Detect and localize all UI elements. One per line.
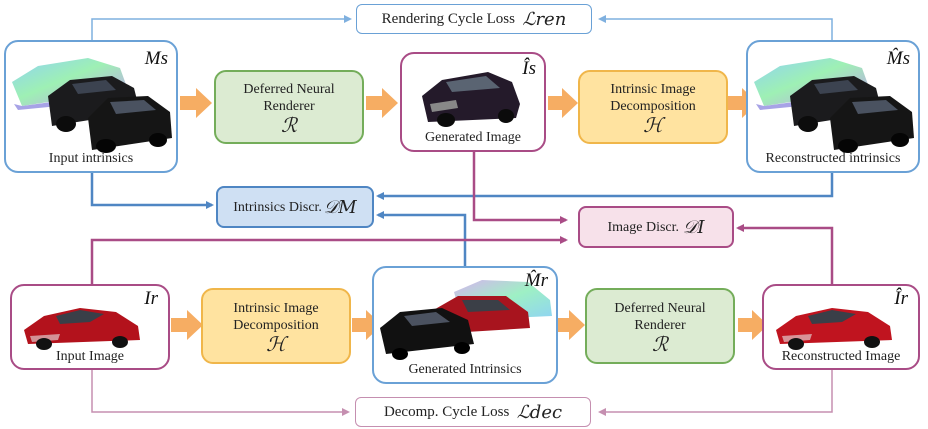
flow-arrow-5 [171, 310, 203, 340]
intrinsics-to-discr-line [90, 173, 214, 209]
flow-arrow-3 [548, 88, 578, 118]
input-image-to-discr-line [90, 236, 568, 284]
generated-image-frame: Îs Generated Image [400, 52, 546, 152]
flow-arrow-8 [738, 310, 768, 340]
reconstructed-image-caption: Reconstructed Image [781, 349, 901, 364]
decomp-loss-line-right [598, 370, 833, 416]
reconstructed-intrinsics-image [754, 58, 914, 153]
ms-symbol: Ms [144, 48, 168, 69]
intrinsics-car-image [12, 58, 172, 153]
intrinsics-discr-label: Intrinsics Discr. [233, 199, 322, 215]
renderer-top-label: Deferred Neural Renderer [243, 81, 335, 114]
rendering-loss-symbol: ℒren [522, 8, 567, 30]
flow-arrow-1 [180, 88, 212, 118]
flow-arrow-4 [728, 88, 758, 118]
intrinsics-discriminator: Intrinsics Discr. 𝒟M [216, 186, 374, 228]
decomp-loss-label: Decomp. Cycle Loss [383, 403, 510, 420]
generated-image-to-discr-line [472, 152, 568, 224]
generated-intrinsics-caption: Generated Intrinsics [408, 362, 522, 377]
decomp-loss-symbol: ℒdec [516, 401, 563, 423]
reconstructed-to-discr-line [376, 173, 834, 200]
rendering-cycle-loss: Rendering Cycle Loss ℒren [356, 4, 592, 34]
generated-intrinsics-frame: M̂r Generated Intrinsics [372, 266, 558, 384]
generated-car-image [422, 72, 520, 127]
decomp-loss-line-left [91, 370, 350, 416]
rendering-loss-line-left [91, 15, 352, 42]
generated-intrinsics-image [380, 280, 552, 360]
flow-arrow-2 [366, 88, 398, 118]
input-red-car-image [24, 308, 140, 350]
renderer-top-symbol: ℛ [281, 112, 297, 137]
ms-hat-symbol: M̂s [886, 48, 910, 69]
renderer-bottom-symbol: ℛ [652, 331, 668, 356]
intrinsic-decomposition-top: Intrinsic Image Decomposition ℋ [578, 70, 728, 144]
ir-symbol: Ir [144, 288, 158, 309]
rendering-loss-label: Rendering Cycle Loss [381, 10, 515, 27]
ir-hat-symbol: Îr [894, 288, 908, 309]
intrinsics-discr-symbol: 𝒟M [323, 196, 357, 218]
reconstructed-intrinsics-frame: M̂s Reconstructed intrinsics [746, 40, 920, 173]
renderer-bottom-label: Deferred Neural Renderer [614, 300, 706, 333]
is-symbol: Îs [522, 58, 536, 79]
image-discriminator: Image Discr. 𝒟I [578, 206, 734, 248]
generated-intrinsics-to-discr-line [376, 211, 467, 266]
flow-arrows [171, 88, 768, 340]
image-discr-label: Image Discr. [607, 219, 680, 235]
mr-hat-symbol: M̂r [524, 270, 548, 291]
reconstructed-image-to-discr-line [736, 224, 834, 284]
input-intrinsics-caption: Input intrinsics [48, 151, 134, 166]
reconstructed-image-frame: Îr Reconstructed Image [762, 284, 920, 370]
reconstructed-red-car-image [776, 308, 892, 350]
intrinsic-decomposition-bottom: Intrinsic Image Decomposition ℋ [201, 288, 351, 364]
input-intrinsics-frame: Ms Input intrinsics [4, 40, 178, 173]
input-image-frame: Ir Input Image [10, 284, 170, 370]
rendering-loss-line-right [598, 15, 833, 42]
decomposition-top-symbol: ℋ [643, 112, 663, 137]
decomposition-bottom-symbol: ℋ [266, 331, 286, 356]
generated-image-caption: Generated Image [425, 130, 521, 145]
decomposition-top-label: Intrinsic Image Decomposition [610, 81, 696, 114]
flow-arrow-6 [352, 310, 382, 340]
image-discr-symbol: 𝒟I [683, 216, 705, 238]
reconstructed-intrinsics-caption: Reconstructed intrinsics [765, 151, 901, 166]
deferred-neural-renderer-top: Deferred Neural Renderer ℛ [214, 70, 364, 144]
flow-arrow-7 [555, 310, 585, 340]
deferred-neural-renderer-bottom: Deferred Neural Renderer ℛ [585, 288, 735, 364]
input-image-caption: Input Image [55, 349, 125, 364]
decomp-cycle-loss: Decomp. Cycle Loss ℒdec [355, 397, 591, 427]
decomposition-bottom-label: Intrinsic Image Decomposition [233, 300, 319, 333]
